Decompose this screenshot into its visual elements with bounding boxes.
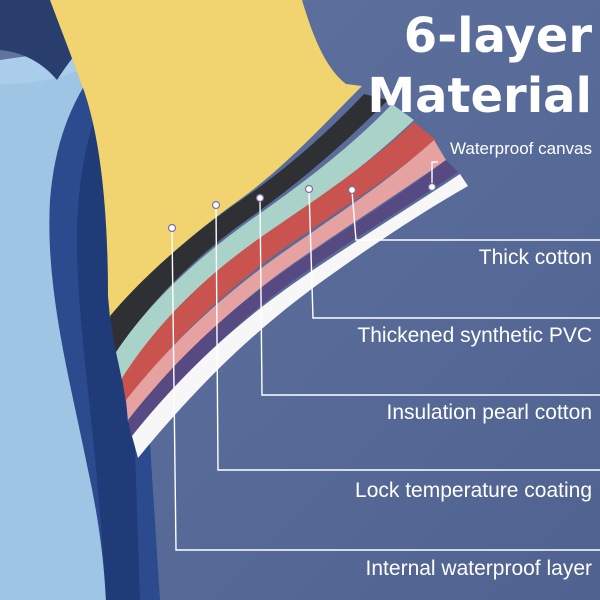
title-line-1: 6-layer (403, 8, 592, 64)
label-internal-waterproof-layer: Internal waterproof layer (365, 557, 592, 580)
leader-line-synthetic-pvc (308, 188, 600, 319)
label-insulation-pearl-cotton: Insulation pearl cotton (386, 401, 592, 424)
dot-internal-layer (167, 223, 177, 233)
white-layer (132, 174, 468, 458)
dot-pearl-cotton (255, 193, 265, 203)
title-line-2: Material (367, 68, 592, 124)
dot-waterproof-canvas (427, 182, 437, 192)
yellow-layer (50, 0, 362, 318)
leader-line-internal-layer (171, 227, 600, 551)
leader-line-pearl-cotton (259, 197, 600, 396)
label-lock-temperature-coating: Lock temperature coating (355, 479, 592, 502)
leader-line-thick-cotton (351, 190, 600, 241)
black-layer (110, 94, 388, 354)
dot-synthetic-pvc (304, 184, 314, 194)
leader-line-waterproof-canvas (431, 161, 438, 187)
label-thickened-synthetic-pvc: Thickened synthetic PVC (357, 324, 592, 347)
label-waterproof-canvas: Waterproof canvas (449, 139, 592, 158)
marker-dots (167, 182, 437, 233)
purple-layer (128, 160, 458, 438)
dot-temperature-coating (211, 200, 221, 210)
red-layer (122, 122, 436, 402)
leader-line-temperature-coating (215, 204, 600, 471)
dot-thick-cotton (347, 185, 357, 195)
label-thick-cotton: Thick cotton (478, 246, 592, 269)
mint-layer (116, 104, 414, 380)
salmon-layer (126, 140, 446, 422)
leader-lines (171, 161, 600, 551)
